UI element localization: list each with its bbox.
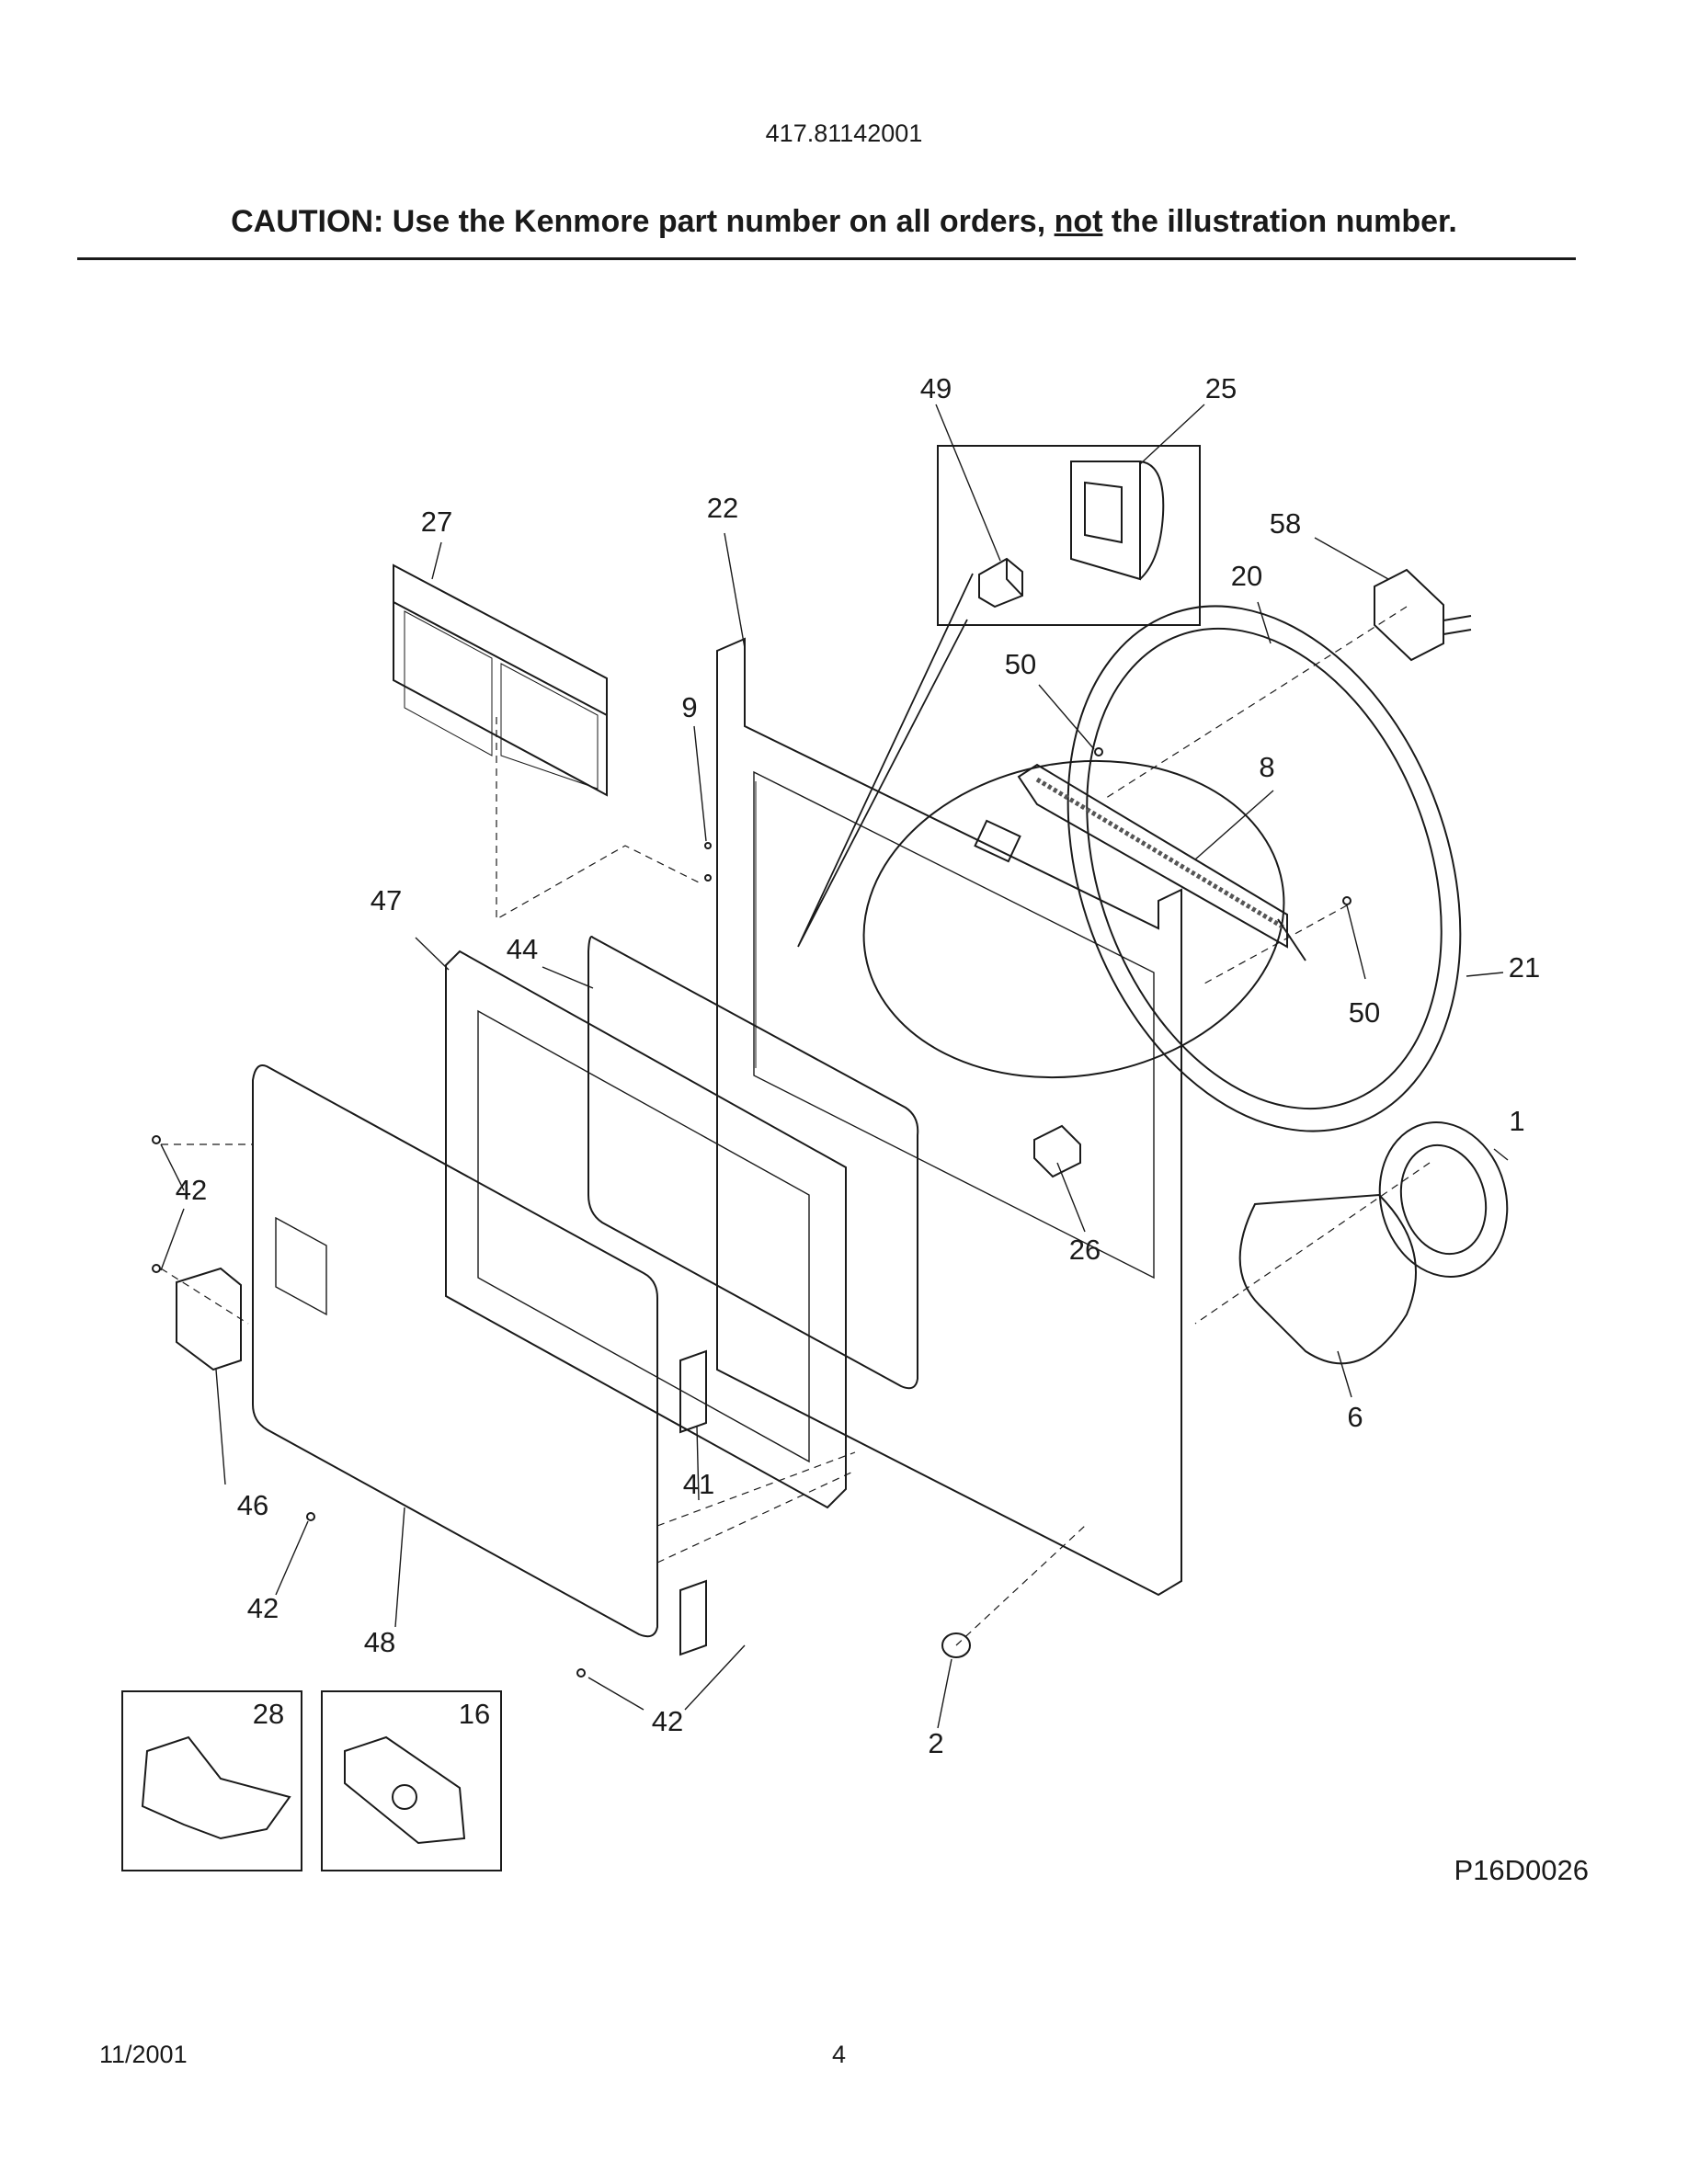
- callout-42-bottom: 42: [652, 1705, 683, 1737]
- callout-44: 44: [507, 933, 538, 965]
- part-47-inner-door: [445, 950, 847, 1509]
- part-27-lint-filter: [393, 563, 608, 797]
- callout-50-top: 50: [1005, 648, 1036, 680]
- part-58-door-switch: [1374, 568, 1472, 662]
- caution-prefix: CAUTION: Use the Kenmore part number on …: [231, 204, 1046, 239]
- part-8-lint-screen: [1017, 763, 1306, 961]
- inset-box-49-25: [937, 445, 1201, 626]
- bulkhead-opening: [974, 819, 1021, 863]
- part-41-hinges: [679, 1349, 707, 1656]
- footer-date: 11/2001: [99, 2041, 188, 2068]
- callout-25: 25: [1205, 372, 1237, 404]
- assembly-dashes: [160, 606, 1431, 1646]
- page-number: 4: [832, 2041, 847, 2068]
- part-28-bracket: [141, 1735, 291, 1840]
- part-2-leveling-leg: [941, 1632, 971, 1658]
- part-25-strike: [1070, 461, 1165, 581]
- part-22-front-panel: [716, 637, 1182, 1597]
- leader-lines: [160, 404, 1509, 1729]
- callout-22: 22: [707, 492, 738, 524]
- part-26-switch: [1033, 1124, 1081, 1178]
- callout-26: 26: [1069, 1234, 1101, 1266]
- part-49-latch: [978, 557, 1023, 609]
- part-44-door-gasket: [587, 936, 919, 1390]
- callout-42-left: 42: [176, 1174, 207, 1206]
- callout-46: 46: [237, 1489, 268, 1521]
- callout-6: 6: [1347, 1401, 1363, 1433]
- inset-zoom-lines: [797, 573, 974, 948]
- part-1-duct-ring: [1378, 1121, 1509, 1278]
- callout-8: 8: [1259, 751, 1274, 783]
- callout-27: 27: [421, 506, 452, 538]
- callout-42-bottom-left: 42: [247, 1592, 279, 1624]
- callout-20: 20: [1231, 560, 1262, 592]
- callout-50-right: 50: [1349, 996, 1380, 1029]
- callout-2: 2: [928, 1727, 943, 1759]
- caution-note: CAUTION: Use the Kenmore part number on …: [0, 204, 1688, 240]
- callout-21: 21: [1509, 951, 1540, 984]
- part-46-door-handle: [176, 1267, 242, 1371]
- inset-box-28: [121, 1690, 302, 1871]
- part-20-drum-seal: [1066, 605, 1462, 1132]
- screws: [152, 747, 1352, 1678]
- callout-labels: 49 25 27 22 58 20 50 9 8 47 44 21 50 1 4…: [176, 372, 1540, 1759]
- header-rule: [77, 257, 1576, 260]
- callout-58: 58: [1270, 507, 1301, 540]
- callout-49: 49: [920, 372, 952, 404]
- diagram-code: P16D0026: [1454, 1854, 1589, 1886]
- callout-16: 16: [459, 1698, 490, 1730]
- callout-41: 41: [683, 1468, 714, 1500]
- model-number: 417.81142001: [765, 119, 923, 147]
- part-6-exhaust-duct: [1238, 1193, 1417, 1365]
- caution-emphasis: not: [1054, 204, 1103, 239]
- part-16-bracket: [344, 1735, 466, 1845]
- callout-9: 9: [681, 691, 697, 723]
- inset-box-16: [321, 1690, 502, 1871]
- caution-suffix: the illustration number.: [1111, 204, 1457, 239]
- bulkhead-ring: [862, 759, 1285, 1079]
- part-48-outer-door: [252, 1064, 658, 1638]
- callout-47: 47: [371, 884, 402, 916]
- callout-1: 1: [1509, 1105, 1524, 1137]
- callout-48: 48: [364, 1626, 395, 1658]
- callout-28: 28: [253, 1698, 284, 1730]
